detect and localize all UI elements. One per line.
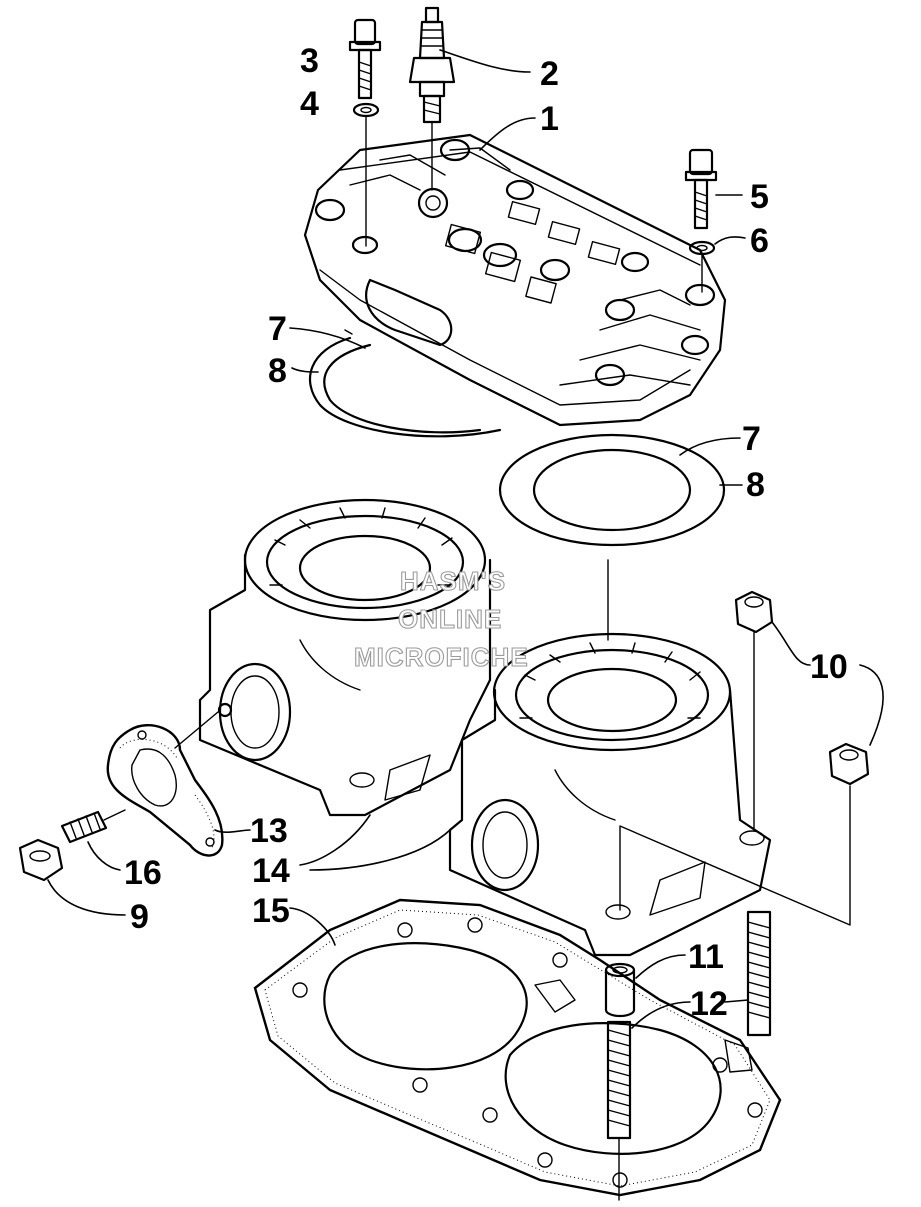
spark-plug <box>408 6 456 124</box>
spark-plug-seat <box>417 187 449 219</box>
nut-10-axis-lower <box>619 785 851 926</box>
stud-16 <box>60 810 108 844</box>
callout-9: 9 <box>130 898 149 936</box>
head-center-bosses <box>444 200 621 304</box>
watermark: HASM'S ONLINE MICROFICHE <box>353 565 529 672</box>
washer-4 <box>352 102 380 118</box>
washer-6 <box>688 240 716 256</box>
head-bolt-5 <box>684 148 718 230</box>
callout-5: 5 <box>750 178 769 216</box>
callout-12: 12 <box>690 985 728 1023</box>
callout-7b: 7 <box>742 420 761 458</box>
nut-9 <box>18 838 64 882</box>
exhaust-gasket <box>106 724 224 857</box>
callout-13: 13 <box>250 812 288 850</box>
callout-7a: 7 <box>268 310 287 348</box>
callout-1: 1 <box>540 100 559 138</box>
stud-16-axis <box>103 809 126 821</box>
head-fins <box>349 147 701 386</box>
cylinder-stud-12-right <box>746 910 772 1037</box>
o-ring-pair-lower <box>498 433 726 547</box>
head-lower-bulge <box>365 278 453 347</box>
gasket-axis <box>174 711 219 749</box>
callout-6: 6 <box>750 222 769 260</box>
callout-15: 15 <box>252 892 290 930</box>
callout-labels: 2 1 3 4 5 6 7 8 7 8 10 13 14 15 16 9 11 … <box>124 42 848 1023</box>
callout-10: 10 <box>810 648 848 686</box>
callout-8b: 8 <box>746 466 765 504</box>
callout-3: 3 <box>300 42 319 80</box>
dowel-sleeve-11 <box>604 962 636 1018</box>
watermark-line-3: MICROFICHE <box>354 642 529 672</box>
callout-14: 14 <box>252 852 290 890</box>
nut-10-lower <box>828 742 870 786</box>
o-ring-pair-upper <box>308 329 502 438</box>
cylinder-front <box>448 632 772 957</box>
head-bolt-bosses <box>314 138 716 387</box>
watermark-line-1: HASM'S <box>400 566 506 596</box>
base-gasket <box>253 898 782 1197</box>
callout-leaders <box>47 49 884 1029</box>
callout-2: 2 <box>540 55 559 93</box>
cylinder-stud-12-left <box>606 1020 632 1140</box>
callout-4: 4 <box>300 85 319 123</box>
nut-10-upper <box>734 590 774 634</box>
callout-8a: 8 <box>268 352 287 390</box>
callout-16: 16 <box>124 854 162 892</box>
cylinder-head <box>303 133 727 427</box>
watermark-line-2: ONLINE <box>398 604 502 634</box>
cylinder-rear <box>198 498 492 817</box>
callout-11: 11 <box>688 938 724 976</box>
head-bolt-3 <box>348 18 382 100</box>
